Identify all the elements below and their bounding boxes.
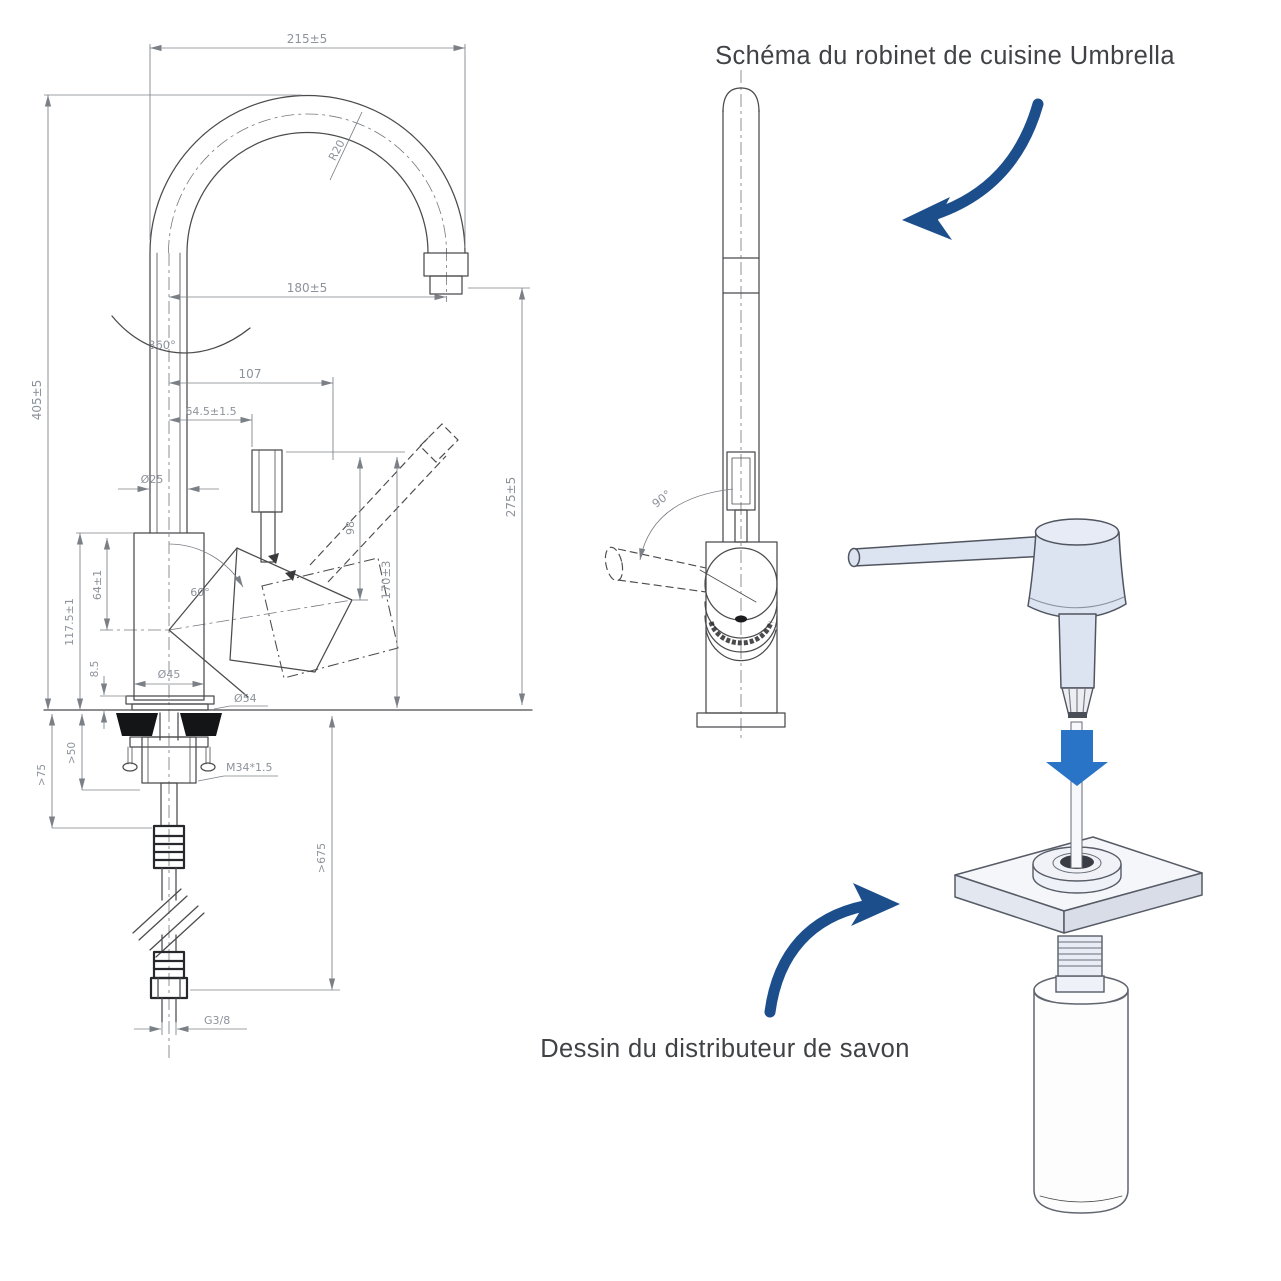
spout-outlet — [423, 252, 469, 277]
section-arrow — [268, 553, 279, 564]
dim-bend-radius: R20 — [326, 138, 348, 163]
faucet-side-view: 215±5 R20 180±5 360° 405±5 275±5 107 64 — [30, 32, 533, 1062]
dim-hose-length: >675 — [315, 843, 328, 873]
curved-arrow-faucet — [902, 98, 1044, 240]
dim-shank-thread: M34*1.5 — [226, 761, 272, 774]
dispenser-spout — [847, 535, 1049, 568]
dim-body-diameter: Ø45 — [158, 668, 181, 681]
dim-base-height: 8.5 — [89, 661, 101, 678]
dim-overall-height: 405±5 — [30, 380, 44, 421]
hose-break-symbol — [132, 888, 205, 958]
seal-band — [708, 621, 774, 646]
cartridge-stem — [251, 449, 283, 513]
dim-handle-offset: 107 — [239, 367, 262, 381]
neck-ring — [1055, 975, 1105, 993]
curved-arrow-dispenser — [764, 883, 900, 1018]
section-arrow — [285, 570, 296, 581]
gooseneck-spout — [111, 94, 469, 534]
dim-pipe-diameter: Ø25 — [141, 473, 164, 486]
insert-direction-arrow — [1046, 730, 1108, 786]
dim-handle-length: 98 — [344, 521, 357, 535]
handle-lever-alt-position — [261, 557, 399, 679]
pump-head — [1027, 518, 1127, 619]
dim-base-diameter: Ø54 — [234, 692, 257, 705]
soap-bottle — [1033, 989, 1129, 1214]
dim-cartridge-height: 170±3 — [379, 561, 393, 600]
dim-clearance-min: >50 — [66, 742, 78, 764]
dim-spout-height: 275±5 — [504, 477, 518, 518]
base-front — [696, 712, 786, 728]
threaded-neck — [1057, 935, 1103, 977]
handle-lever — [229, 547, 353, 673]
dim-body-top-to-axis: 64±1 — [91, 570, 104, 600]
dim-counter-max: >75 — [36, 764, 48, 786]
centerlines — [100, 113, 447, 1062]
pump-tube — [1070, 721, 1083, 869]
dim-handle-swing: 90° — [649, 487, 674, 511]
hose-assembly — [132, 824, 205, 1023]
faucet-schema-title: Schéma du robinet de cuisine Umbrella — [715, 42, 1175, 70]
handle-knob-alt — [419, 423, 459, 463]
mounting-hardware — [116, 712, 222, 827]
dim-hose-thread: G3/8 — [204, 1014, 230, 1027]
pump-stem — [1058, 613, 1097, 689]
dim-top-width: 215±5 — [287, 32, 328, 46]
pipe-top — [722, 87, 760, 113]
hose-nut — [149, 976, 189, 1000]
handle-front-dashed — [604, 546, 757, 603]
pump-chrome-tip — [1061, 687, 1094, 718]
dim-cartridge-offset: 64.5±1.5 — [185, 405, 236, 418]
dim-swivel: 360° — [148, 338, 176, 352]
dim-spout-reach: 180±5 — [287, 281, 328, 295]
soap-dispenser-title: Dessin du distributeur de savon — [540, 1035, 910, 1063]
side-view-dimensions: 215±5 R20 180±5 360° 405±5 275±5 107 64 — [30, 32, 530, 1035]
faucet-front-view: 90° — [604, 70, 786, 740]
soap-dispenser-drawing — [847, 518, 1203, 1214]
swivel-arc — [111, 315, 251, 354]
spout-aerator — [429, 275, 463, 295]
dim-body-height: 117.5±1 — [63, 598, 76, 646]
dim-handle-angle: 60° — [190, 586, 210, 599]
